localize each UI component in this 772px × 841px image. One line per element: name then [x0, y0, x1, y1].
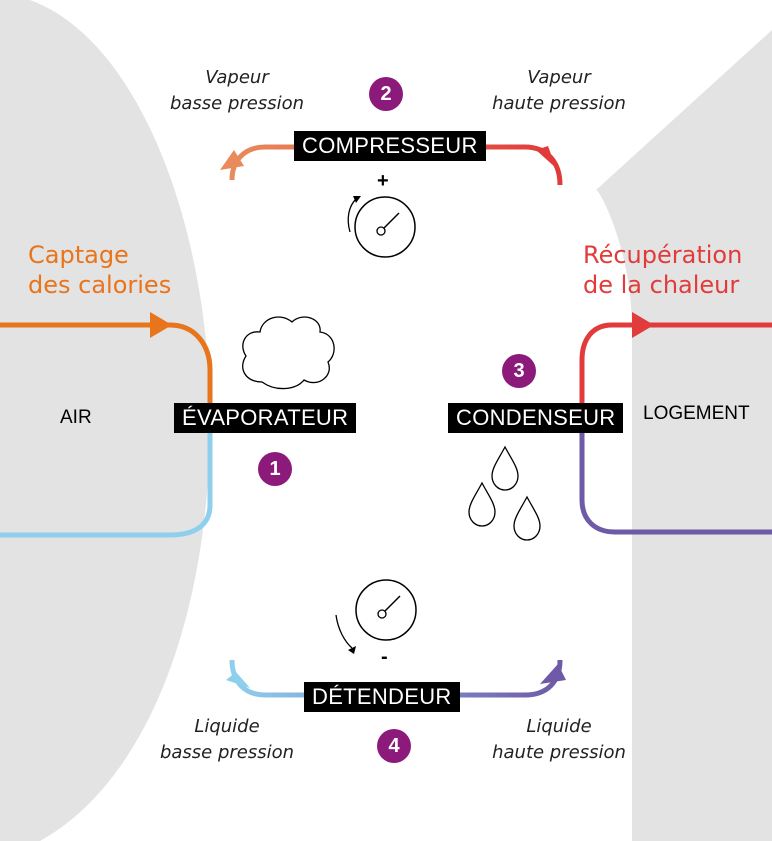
step-badge-2: 2 — [369, 77, 403, 111]
step-badge-1: 1 — [258, 452, 292, 486]
recovery-arrow-icon — [632, 312, 654, 338]
rotation-arrow-icon — [347, 196, 361, 233]
condenser-label: CONDENSEUR — [448, 403, 624, 433]
arrow-bottom-left-icon — [226, 672, 250, 688]
housing-label: LOGEMENT — [643, 403, 750, 424]
liquid-high-pressure-label: Liquide haute pression — [492, 716, 626, 763]
housing-zone — [596, 30, 772, 841]
housing-return-line — [579, 420, 772, 535]
pressure-gauge-icon — [355, 579, 417, 641]
water-drops-icon — [468, 445, 541, 541]
step-badge-4: 4 — [377, 729, 411, 763]
vapour-low-pressure-label: Vapeur basse pression — [169, 67, 305, 114]
liquid-low-pressure-label: Liquide basse pression — [159, 716, 295, 763]
vapour-high-pressure-label: Vapeur haute pression — [492, 67, 626, 114]
expansion-valve-label: DÉTENDEUR — [304, 682, 460, 712]
air-label: AIR — [60, 407, 92, 428]
air-return-line — [0, 420, 213, 538]
recovery-line — [579, 322, 772, 420]
cloud-icon — [242, 316, 335, 390]
capture-title: Captage des calories — [28, 241, 172, 299]
pressure-gauge-icon — [354, 196, 416, 258]
arrow-top-right-icon — [536, 146, 556, 168]
minus-sign: - — [381, 646, 388, 668]
compressor-label: COMPRESSEUR — [294, 131, 486, 161]
rotation-arrow-icon — [335, 614, 356, 654]
step-badge-3: 3 — [502, 354, 536, 388]
evaporator-label: ÉVAPORATEUR — [174, 403, 357, 433]
air-zone — [0, 0, 210, 841]
arrow-top-left-icon — [220, 150, 244, 170]
recovery-title: Récupération de la chaleur — [583, 241, 743, 299]
arrow-bottom-right-icon — [540, 664, 566, 684]
capture-arrow-icon — [150, 312, 172, 338]
plus-sign: + — [377, 170, 389, 192]
